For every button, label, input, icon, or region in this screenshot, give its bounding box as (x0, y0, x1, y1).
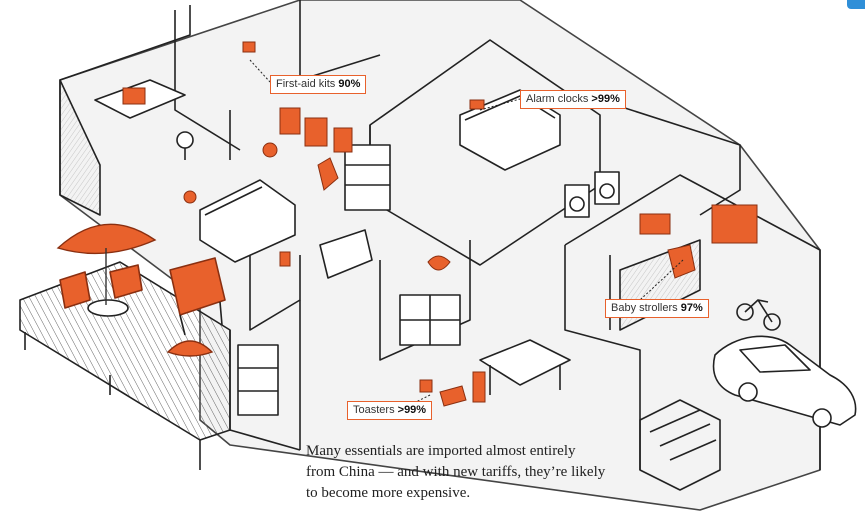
label-item: Alarm clocks (526, 93, 589, 105)
car (712, 335, 857, 426)
bookshelf (344, 144, 391, 211)
patio-chair (59, 271, 91, 309)
label-alarm-clocks: Alarm clocks >99% (520, 90, 626, 109)
front-stairs (639, 399, 721, 491)
label-value: >99% (397, 404, 427, 416)
baby-stroller (667, 244, 696, 279)
caption-text: Many essentials are imported almost enti… (306, 443, 606, 501)
corner-badge-icon (847, 0, 865, 9)
grill (169, 257, 226, 316)
patio-umbrella (56, 223, 214, 357)
label-toasters: Toasters >99% (347, 401, 433, 420)
label-item: Baby strollers (611, 302, 678, 314)
back-wall (59, 5, 191, 81)
toaster (439, 385, 467, 407)
left-wall (59, 79, 101, 216)
washer (564, 184, 590, 218)
tv (319, 229, 373, 279)
label-first-aid-kits: First-aid kits 90% (270, 75, 367, 94)
dining-table (479, 339, 571, 386)
label-item: Toasters (353, 404, 395, 416)
first-aid-kit (242, 41, 256, 53)
house-floor (59, 0, 821, 511)
label-value: >99% (591, 93, 620, 105)
label-value: 97% (680, 302, 703, 314)
kitchen-shelf (237, 344, 279, 416)
label-baby-strollers: Baby strollers 97% (605, 299, 709, 318)
alarm-clock (469, 99, 485, 110)
label-item: First-aid kits (276, 78, 336, 90)
sofa (199, 179, 296, 263)
label-value: 90% (338, 78, 361, 90)
bicycle (736, 303, 754, 321)
right-wall (599, 99, 741, 216)
